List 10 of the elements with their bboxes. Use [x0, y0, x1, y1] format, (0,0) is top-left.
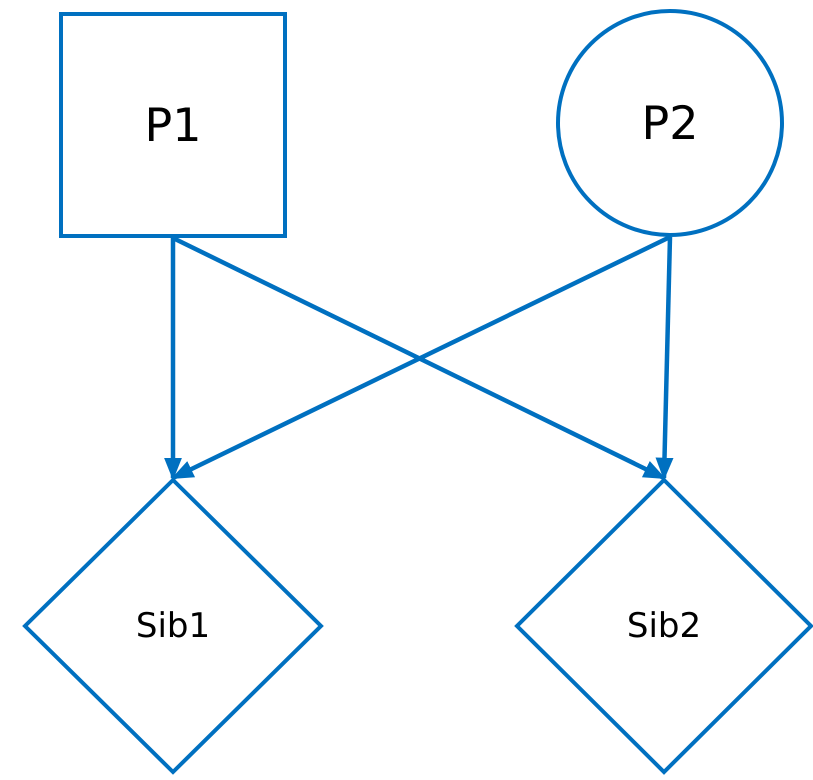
- diamond-node: [515, 478, 813, 774]
- arrow: [164, 238, 182, 480]
- circle-node: [556, 9, 784, 237]
- node-label: P1: [144, 98, 202, 152]
- arrow: [656, 236, 674, 480]
- square-node: [59, 12, 287, 238]
- diamond-node: [23, 478, 323, 774]
- node-label: Sib2: [626, 606, 702, 646]
- node-label: Sib1: [136, 606, 210, 646]
- node-label: P2: [641, 96, 698, 150]
